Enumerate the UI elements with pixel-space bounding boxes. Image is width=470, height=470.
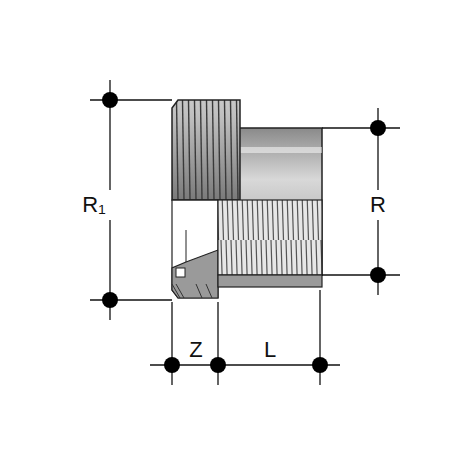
female-thread <box>218 200 322 275</box>
dimension-dots <box>102 92 386 373</box>
dimension-label: R <box>370 194 386 216</box>
dimension-label: Z <box>189 339 202 361</box>
male-thread <box>172 100 240 200</box>
section-wall <box>172 250 218 298</box>
dimension-label: R₁ <box>82 194 105 216</box>
section-cut <box>172 200 218 298</box>
dimension-label: L <box>264 339 276 361</box>
dimension-lines <box>90 80 400 385</box>
